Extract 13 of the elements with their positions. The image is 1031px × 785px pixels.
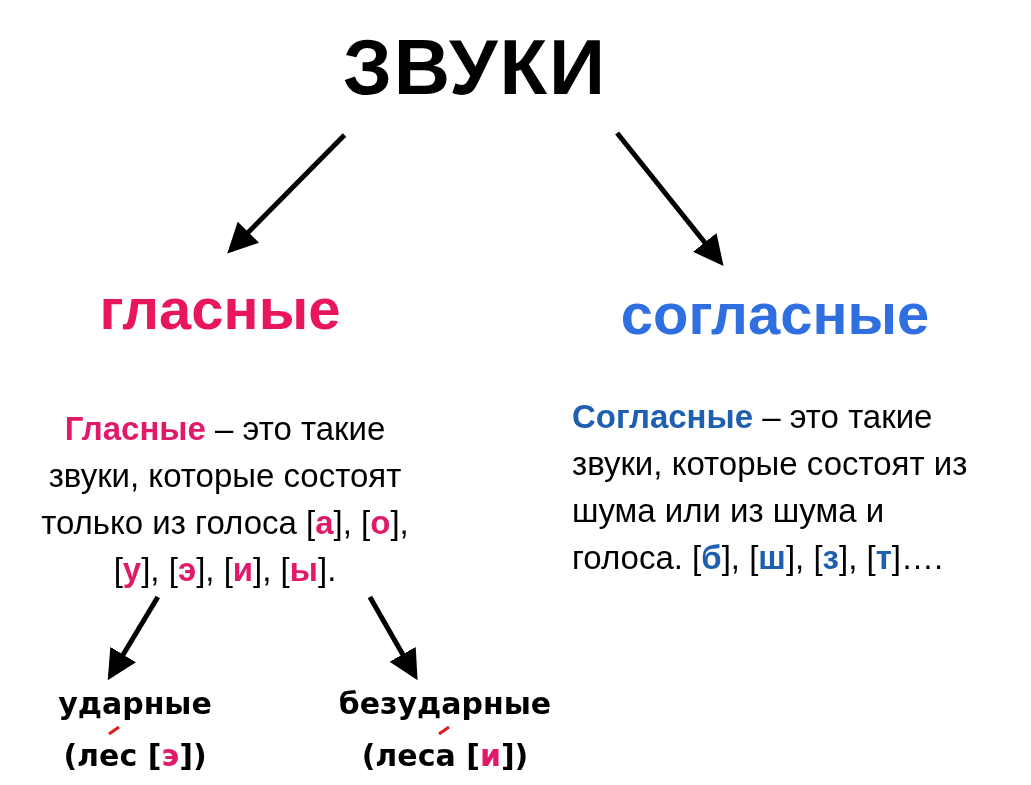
- arrow: [227, 133, 347, 254]
- category-heading: гласные: [99, 276, 341, 341]
- arrow: [367, 595, 418, 681]
- definition-text: Гласные – это такие звуки, которые состоят только из голоса [а], [о], [у], [э], [и], [ы].: [41, 410, 409, 588]
- subtype-label: безударные: [338, 686, 552, 721]
- category-heading: согласные: [620, 281, 930, 346]
- title-word: ЗВУКИ: [342, 23, 608, 111]
- example-text: (лес [э]): [63, 738, 207, 773]
- example-text: (леса [и]): [361, 738, 529, 773]
- arrow: [107, 595, 160, 681]
- definition-text: Согласные – это такие звуки, которые состоят из шума или из шума и голоса. [б], [ш], [з], [т]….: [572, 398, 968, 576]
- subtype-label: ударные: [58, 686, 212, 721]
- arrow: [615, 131, 724, 266]
